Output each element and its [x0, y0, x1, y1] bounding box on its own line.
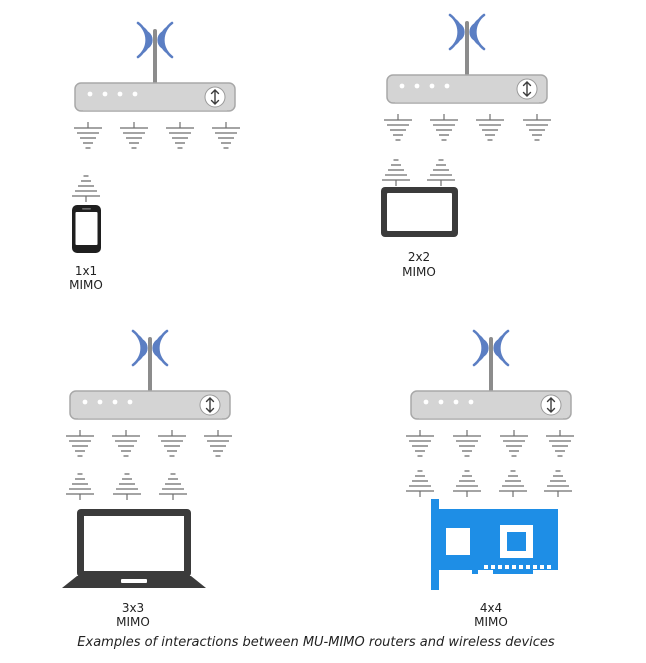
antenna-symbol-icon [499, 429, 529, 457]
tablet-icon [381, 187, 458, 237]
antenna-symbol-icon [545, 429, 575, 457]
antenna-symbol-icon [475, 113, 505, 141]
antenna-symbol-icon [65, 473, 95, 501]
label-1x1: 1x1 [75, 264, 97, 278]
panel-2x2: 2x2 MIMO [381, 13, 552, 279]
smartphone-icon [72, 205, 101, 253]
antenna-symbol-icon [381, 159, 411, 187]
antenna-symbol-icon [383, 113, 413, 141]
laptop-icon [62, 509, 206, 588]
antenna-symbol-icon [211, 121, 241, 149]
antenna-symbol-icon [452, 470, 482, 498]
router-antenna-row [65, 429, 233, 457]
label-2x2-mimo: MIMO [402, 265, 436, 279]
antenna-symbol-icon [112, 473, 142, 501]
wireless-router-icon [385, 13, 549, 105]
label-3x3-mimo: MIMO [116, 615, 150, 629]
router-antenna-row [73, 121, 241, 149]
network-card-icon [431, 499, 558, 590]
antenna-symbol-icon [65, 429, 95, 457]
wireless-router-icon [68, 329, 232, 421]
antenna-symbol-icon [426, 159, 456, 187]
antenna-symbol-icon [405, 470, 435, 498]
antenna-symbol-icon [158, 473, 188, 501]
antenna-symbol-icon [498, 470, 528, 498]
panel-4x4: 4x4 MIMO [405, 329, 575, 629]
antenna-symbol-icon [119, 121, 149, 149]
antenna-symbol-icon [203, 429, 233, 457]
label-3x3: 3x3 [122, 601, 144, 615]
antenna-symbol-icon [157, 429, 187, 457]
antenna-symbol-icon [111, 429, 141, 457]
label-2x2: 2x2 [408, 250, 430, 264]
antenna-symbol-icon [452, 429, 482, 457]
label-1x1-mimo: MIMO [69, 278, 103, 292]
antenna-symbol-icon [543, 470, 573, 498]
wireless-router-icon [409, 329, 573, 421]
antenna-symbol-icon [165, 121, 195, 149]
panel-3x3: 3x3 MIMO [62, 329, 233, 629]
router-antenna-row [383, 113, 552, 141]
antenna-symbol-icon [429, 113, 459, 141]
figure-caption: Examples of interactions between MU-MIMO… [77, 635, 555, 650]
antenna-symbol-icon [73, 121, 103, 149]
router-antenna-row [405, 429, 575, 457]
antenna-symbol-icon [405, 429, 435, 457]
panel-1x1: 1x1 MIMO [69, 21, 241, 292]
antenna-symbol-icon [71, 175, 101, 203]
label-4x4-mimo: MIMO [474, 615, 508, 629]
wireless-router-icon [73, 21, 237, 113]
label-4x4: 4x4 [480, 601, 502, 615]
antenna-symbol-icon [522, 113, 552, 141]
